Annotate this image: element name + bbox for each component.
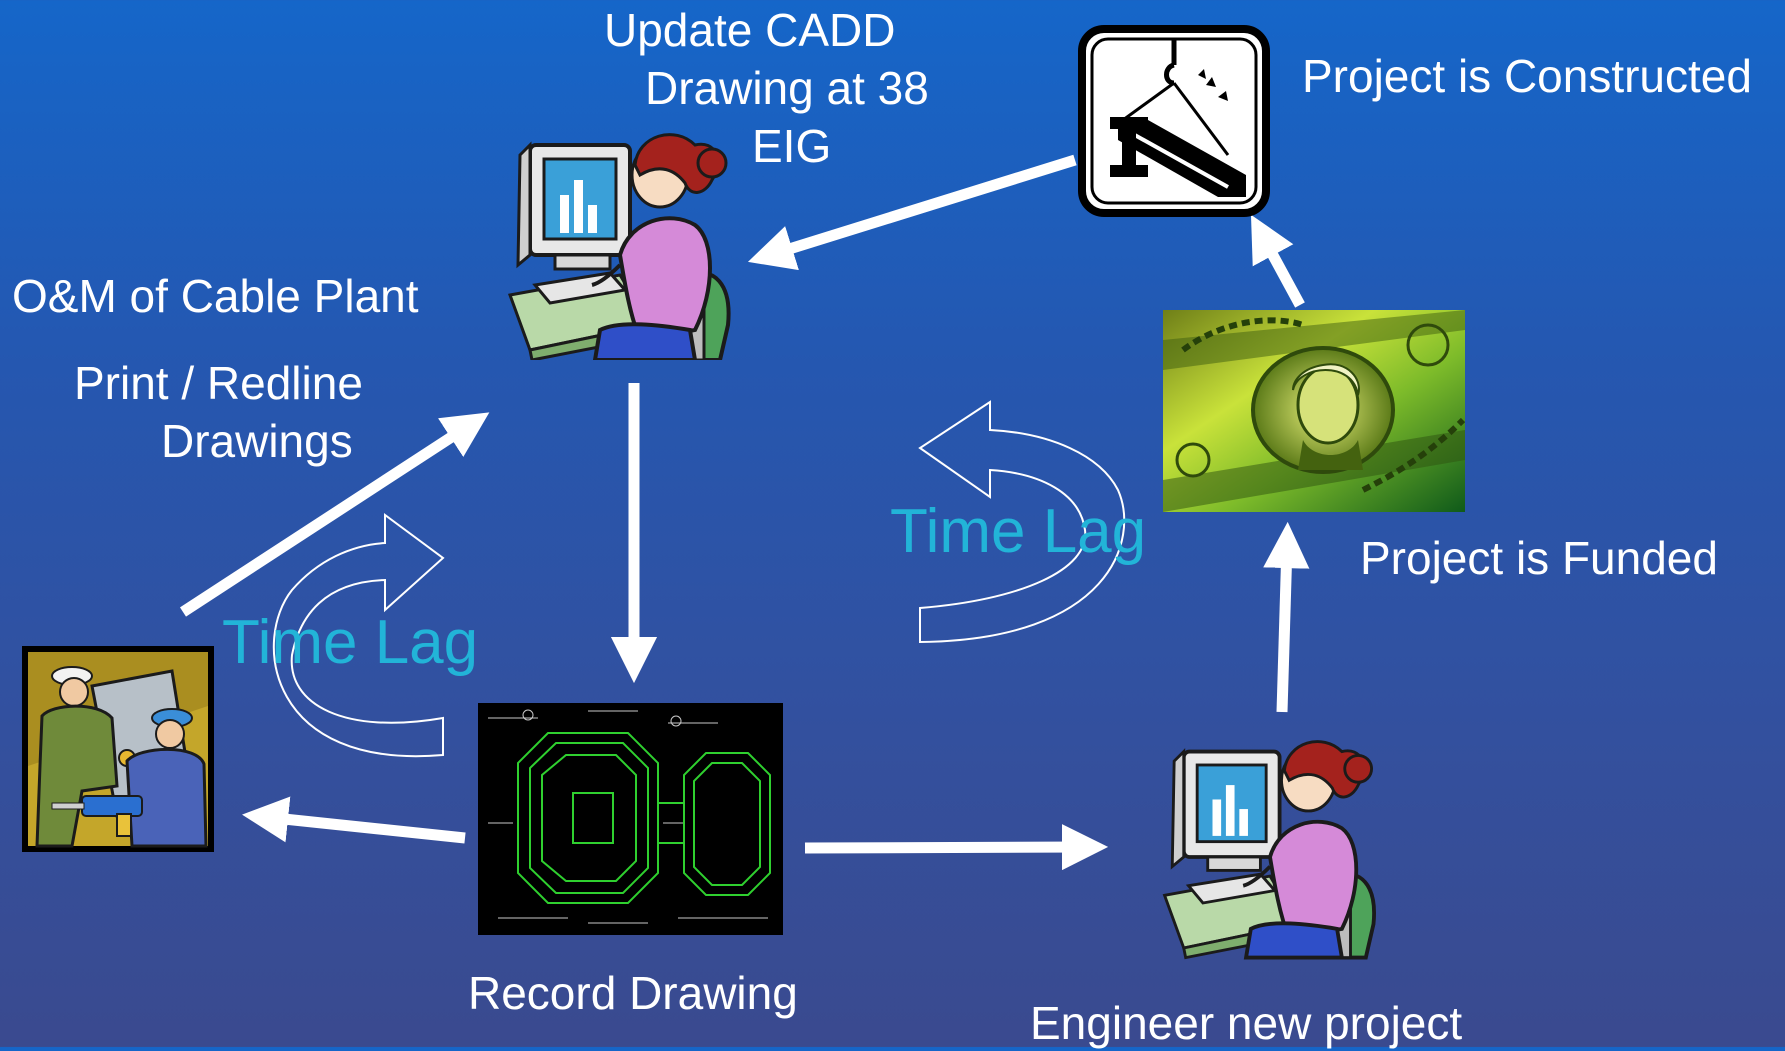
construction-workers-icon [22, 646, 214, 852]
crane-steel-beam-icon [1078, 25, 1270, 217]
arrow-record-to-om [242, 796, 466, 844]
woman-at-computer-icon [507, 133, 731, 360]
record-drawing-label: Record Drawing [468, 967, 798, 1019]
update-cadd-line-2: Drawing at 38 [645, 62, 929, 114]
time-lag-left-label: Time Lag [222, 608, 479, 677]
arrow-record-to-engineer [804, 823, 1109, 871]
dollar-bill-icon [1163, 310, 1465, 512]
cad-record-drawing-icon [478, 703, 783, 935]
arrow-engineer-to-funded [1263, 521, 1310, 713]
engineer-at-computer-icon [1162, 740, 1376, 960]
print-redline-line-2: Drawings [161, 415, 353, 467]
update-cadd-line-3: EIG [752, 120, 832, 172]
project-funded-label: Project is Funded [1360, 532, 1718, 584]
arrow-om-to-cadd [179, 412, 490, 617]
arrow-constructed-to-cadd [747, 154, 1077, 271]
update-cadd-line-1: Update CADD [604, 4, 896, 56]
arrow-funded-to-constructed [1250, 214, 1305, 308]
time-lag-right-label: Time Lag [890, 497, 1147, 566]
time-lag-left-curved-arrow [272, 513, 445, 758]
time-lag-right-curved-arrow [918, 400, 1126, 644]
print-redline-line-1: Print / Redline [74, 357, 363, 409]
om-cable-plant-label: O&M of Cable Plant [12, 270, 419, 322]
project-constructed-label: Project is Constructed [1302, 50, 1752, 102]
engineer-new-project-label: Engineer new project [1030, 997, 1463, 1049]
